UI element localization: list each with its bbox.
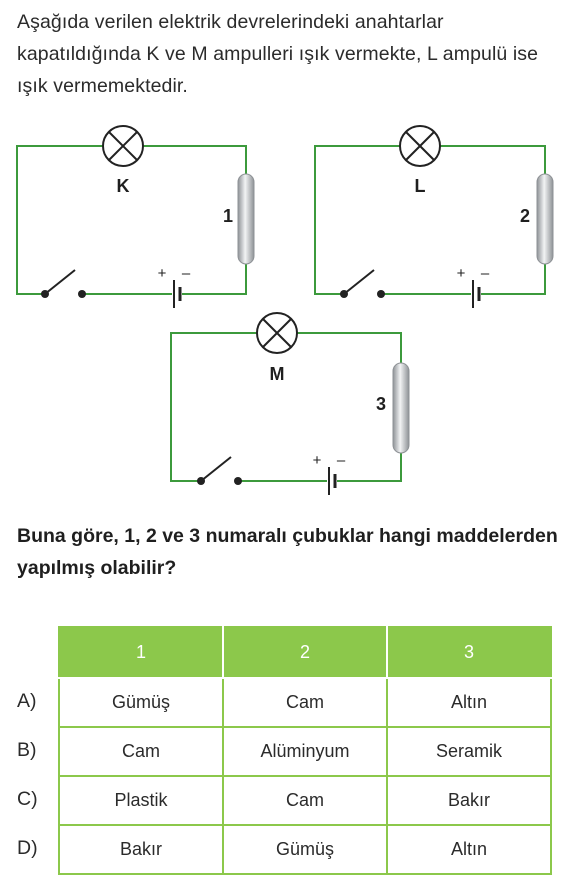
table-cell: Alüminyum [222, 726, 388, 777]
rod [237, 173, 255, 265]
battery-minus-label: – [182, 265, 191, 282]
battery-icon [172, 280, 182, 308]
column-header: 1 [58, 626, 224, 679]
column-header: 2 [222, 626, 388, 679]
bulb-icon [399, 125, 441, 167]
switch-icon [41, 269, 86, 298]
circuit-k: K 1 + – [16, 125, 255, 308]
column-header: 3 [386, 626, 552, 679]
battery-icon [471, 280, 481, 308]
rod-number: 3 [376, 394, 386, 414]
bulb-label: M [270, 364, 285, 384]
bulb-icon [102, 125, 144, 167]
switch-icon [197, 456, 242, 485]
battery-plus-label: + [158, 265, 167, 282]
switch-icon [340, 269, 385, 298]
choice-letter-b[interactable]: B) [17, 739, 37, 761]
table-row[interactable]: Cam Alüminyum Seramik [58, 726, 552, 777]
table-row[interactable]: Bakır Gümüş Altın [58, 824, 552, 875]
choice-letter-a[interactable]: A) [17, 690, 37, 712]
table-header-row: 1 2 3 [58, 626, 552, 679]
circuit-l: L 2 + – [314, 125, 554, 308]
battery-minus-label: – [337, 452, 346, 469]
table-cell: Cam [222, 775, 388, 826]
intro-text: Aşağıda verilen elektrik devrelerindeki … [17, 11, 539, 97]
table-row[interactable]: Gümüş Cam Altın [58, 677, 552, 728]
rod-number: 1 [223, 206, 233, 226]
battery-icon [327, 467, 337, 495]
battery-minus-label: – [481, 265, 490, 282]
table-cell: Bakır [386, 775, 552, 826]
answer-table: 1 2 3 Gümüş Cam Altın Cam Alüminyum Sera… [58, 626, 552, 875]
battery-plus-label: + [457, 265, 466, 282]
choice-letter-c[interactable]: C) [17, 788, 38, 810]
choice-letter-d[interactable]: D) [17, 837, 38, 859]
battery-plus-label: + [313, 452, 322, 469]
bulb-icon [256, 312, 298, 354]
circuit-diagrams: K 1 + – L 2 [16, 125, 554, 495]
table-cell: Altın [386, 677, 552, 728]
wire [170, 332, 402, 482]
table-cell: Cam [222, 677, 388, 728]
bulb-label: K [117, 176, 130, 196]
circuit-m: M 3 + – [170, 312, 410, 495]
question-text: Buna göre, 1, 2 ve 3 numaralı çubuklar h… [17, 525, 558, 579]
rod [536, 173, 554, 265]
bulb-label: L [415, 176, 426, 196]
wire [314, 145, 546, 295]
table-row[interactable]: Plastik Cam Bakır [58, 775, 552, 826]
table-cell: Altın [386, 824, 552, 875]
table-cell: Seramik [386, 726, 552, 777]
table-cell: Plastik [58, 775, 224, 826]
rod-number: 2 [520, 206, 530, 226]
wire [16, 145, 247, 295]
table-cell: Bakır [58, 824, 224, 875]
table-cell: Gümüş [222, 824, 388, 875]
table-cell: Cam [58, 726, 224, 777]
rod [392, 362, 410, 454]
table-cell: Gümüş [58, 677, 224, 728]
